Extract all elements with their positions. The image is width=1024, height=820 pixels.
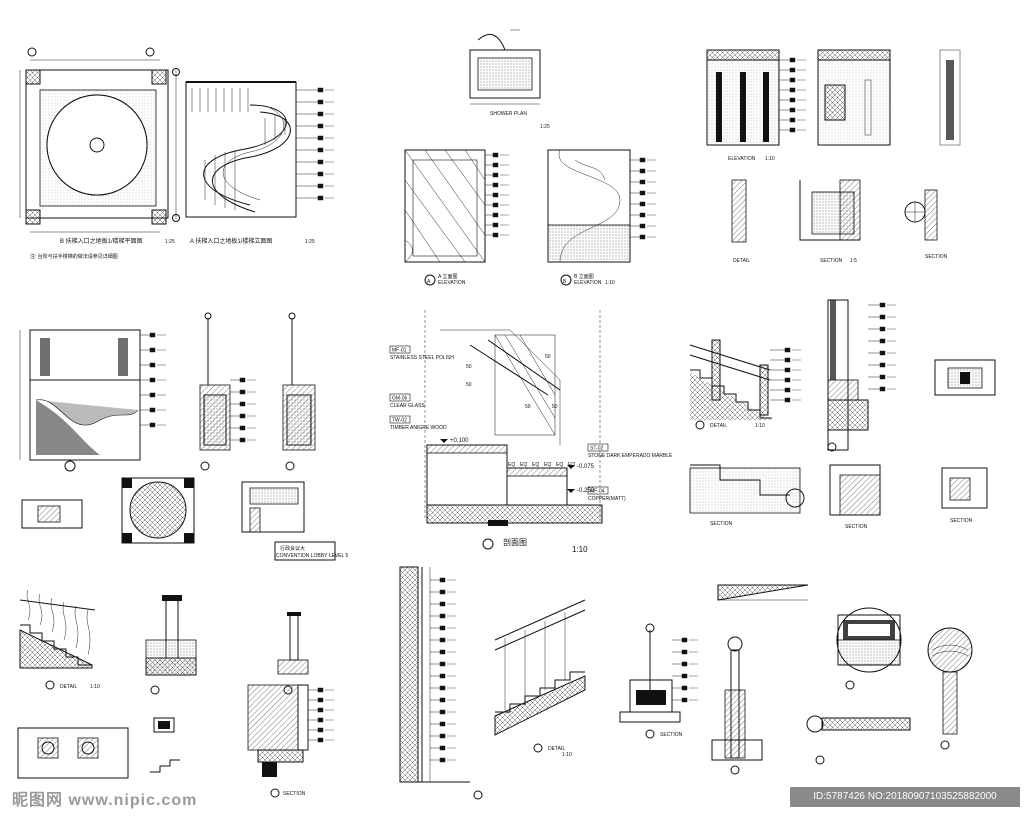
row2-baluster-sections (199, 312, 316, 471)
elevation-a-drawing: A A 立面图 ELEVATION (404, 149, 509, 286)
svg-text:SECTION: SECTION (950, 518, 973, 524)
watermark-text: 昵图网 www.nipic.com (12, 792, 198, 809)
dimension-label: 50 (466, 364, 472, 370)
center-section-scale: 1:10 (572, 545, 588, 554)
row2-left-elevation (19, 329, 166, 472)
svg-text:A: A (427, 279, 431, 285)
eq-label: EQ (520, 462, 527, 468)
material-code: TW-02 (392, 418, 407, 424)
top-right-elevations: ELEVATION 1:10 DETAIL SECTION SECTION 1:… (706, 49, 961, 264)
eq-label: EQ (568, 462, 575, 468)
stair-plan-drawing: B 扶梯入口之地板1/楼梯平面图 1:25 注: 台阶与扶手楼梯的做法请参见详细… (19, 47, 175, 260)
shower-plan-drawing: SHOWER PLAN 1:25 (469, 29, 550, 130)
image-id-bar: ID:5787426 NO:20180907103525882000 (790, 787, 1020, 807)
top-right-elev-scale: 1:10 (765, 156, 775, 162)
dimension-label: 50 (545, 354, 551, 360)
material-code: ST-02 (590, 446, 604, 452)
elevation-a-sub: ELEVATION (438, 280, 466, 286)
stair-plan-note: 注: 台阶与扶手楼梯的做法请参见详细图 (30, 253, 118, 260)
level-value: -0.250 (577, 488, 595, 494)
stair-plan-title: B 扶梯入口之地板1/楼梯平面图 (60, 237, 143, 245)
eq-labels: EQ EQ EQ EQ EQ EQ (508, 462, 575, 468)
row3-center-baluster: SECTION (619, 623, 698, 739)
material-code: GM-06 (392, 396, 408, 402)
svg-text:SECTION: SECTION (283, 791, 306, 797)
material-desc: STAINLESS STEEL POLISH (390, 355, 454, 361)
row3-right-details (711, 584, 973, 775)
stair-plan-scale: 1:25 (165, 239, 175, 245)
material-code: MF-01 (392, 348, 407, 354)
svg-text:DETAIL: DETAIL (60, 684, 77, 690)
top-right-elev-sub: ELEVATION (728, 156, 756, 162)
stair-elevation-title: A 扶梯入口之地板1/楼梯立面图 (190, 237, 272, 245)
dimension-label: 50 (466, 382, 472, 388)
svg-text:1:10: 1:10 (562, 752, 572, 758)
elevation-b-drawing: B B 立面图 ELEVATION 1:10 (547, 149, 656, 286)
shower-plan-title: SHOWER PLAN (490, 111, 527, 117)
row2-far-right-details: SECTION SECTION (827, 299, 996, 530)
level-value: -0.075 (577, 464, 595, 470)
svg-text:1:10: 1:10 (90, 684, 100, 690)
row3-center-tall-section (399, 566, 483, 800)
row3-wall-section: SECTION (247, 684, 334, 798)
elevation-b-sub: ELEVATION (574, 280, 602, 286)
dimension-label: 50 (525, 404, 531, 410)
eq-label: EQ (532, 462, 539, 468)
mid-left-stamp-sub: CONVENTION LOBBY LEVEL 5 (276, 553, 348, 559)
material-desc: TIMBER ANIGRE WOOD (390, 425, 447, 431)
svg-text:DETAIL: DETAIL (548, 746, 565, 752)
svg-text:DETAIL: DETAIL (710, 423, 727, 429)
svg-text:DETAIL: DETAIL (733, 258, 750, 264)
material-desc: STONE DARK EMPERADO MARBLE (588, 453, 673, 459)
eq-label: EQ (556, 462, 563, 468)
material-desc: CLEAR GLASS (390, 403, 425, 409)
stair-elevation-scale: 1:25 (305, 239, 315, 245)
svg-text:SECTION: SECTION (820, 258, 843, 264)
elevation-b-scale: 1:10 (605, 280, 615, 286)
dim-labels: 50 50 50 50 50 (466, 354, 558, 410)
level-tags: +0.100 -0.075 -0.250 (440, 438, 595, 494)
svg-text:1:10: 1:10 (755, 423, 765, 429)
eq-label: EQ (508, 462, 515, 468)
elevation-a-title: A 立面图 (438, 273, 457, 280)
row3-post-details (17, 595, 309, 779)
svg-text:SECTION: SECTION (710, 521, 733, 527)
row2-small-details: 行政会议大 CONVENTION LOBBY LEVEL 5 (21, 477, 348, 561)
mid-left-stamp: 行政会议大 (280, 545, 305, 552)
svg-text:SECTION: SECTION (925, 254, 948, 260)
shower-plan-scale: 1:25 (540, 124, 550, 130)
row3-center-stair: DETAIL 1:10 (494, 599, 586, 758)
material-code: MF-04 (590, 489, 605, 495)
row2-right-stair-section: DETAIL 1:10 SECTION (689, 339, 805, 527)
dimension-label: 50 (552, 404, 558, 410)
svg-text:SECTION: SECTION (660, 732, 683, 738)
top-right-section-scale: 1:5 (850, 258, 857, 264)
svg-text:B: B (563, 279, 567, 285)
center-section-title: 剖面图 (503, 537, 527, 547)
material-desc: COPPER(MATT) (588, 496, 626, 502)
eq-label: EQ (544, 462, 551, 468)
stair-elevation-drawing: A 扶梯入口之地板1/楼梯立面图 1:25 (172, 68, 334, 245)
row3-left-stair: DETAIL 1:10 (19, 589, 100, 690)
svg-text:SECTION: SECTION (845, 524, 868, 530)
level-value: +0.100 (450, 438, 469, 444)
elevation-b-title: B 立面图 (574, 273, 594, 280)
